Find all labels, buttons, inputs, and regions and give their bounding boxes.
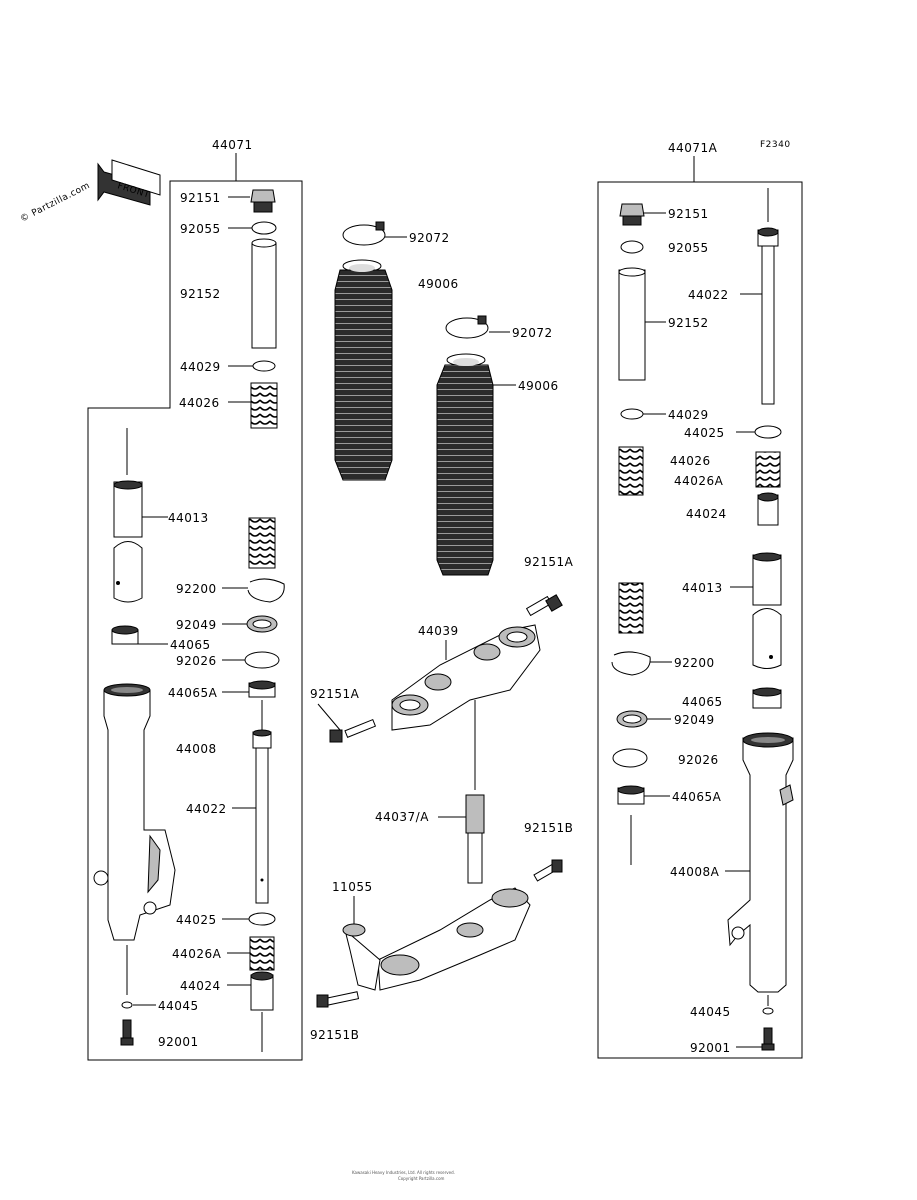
label-r-44025: 44025	[684, 426, 725, 440]
label-l-92049: 92049	[176, 618, 217, 632]
label-l-44025: 44025	[176, 913, 217, 927]
label-r-92152: 92152	[668, 316, 709, 330]
footer-line-1: Kawasaki Heavy Industries, Ltd. All righ…	[352, 1170, 455, 1175]
label-r-92001: 92001	[690, 1041, 731, 1055]
label-r-44029: 44029	[668, 408, 709, 422]
label-r-92200: 92200	[674, 656, 715, 670]
label-l-92001: 92001	[158, 1035, 199, 1049]
label-c-92151B-right: 92151B	[524, 821, 573, 835]
front-arrow-icon: FRONT	[97, 159, 161, 206]
label-r-44024: 44024	[686, 507, 727, 521]
label-c-92151B-left: 92151B	[310, 1028, 359, 1042]
label-l-44022: 44022	[186, 802, 227, 816]
label-c-92072b: 92072	[512, 326, 553, 340]
label-r-44026: 44026	[670, 454, 711, 468]
watermark: © Partzilla.com	[19, 181, 92, 225]
left-assembly-title: 44071	[212, 138, 253, 152]
left-assembly-frame	[87, 180, 303, 1061]
label-c-92151A-left: 92151A	[310, 687, 360, 701]
label-l-44029: 44029	[180, 360, 221, 374]
label-l-44024: 44024	[180, 979, 221, 993]
label-l-92151: 92151	[180, 191, 221, 205]
label-l-44013: 44013	[168, 511, 209, 525]
label-c-44039: 44039	[418, 624, 459, 638]
label-c-49006b: 49006	[518, 379, 559, 393]
label-r-92049: 92049	[674, 713, 715, 727]
label-r-92026: 92026	[678, 753, 719, 767]
label-l-44045: 44045	[158, 999, 199, 1013]
left-parts	[93, 189, 285, 1052]
label-r-44065A: 44065A	[672, 790, 722, 804]
right-parts	[611, 188, 794, 1051]
label-r-44022: 44022	[688, 288, 729, 302]
label-l-92152: 92152	[180, 287, 221, 301]
right-assembly-title: 44071A	[668, 141, 718, 155]
label-l-92200: 92200	[176, 582, 217, 596]
label-r-44013: 44013	[682, 581, 723, 595]
label-l-44026: 44026	[179, 396, 220, 410]
label-r-92151: 92151	[668, 207, 709, 221]
label-l-44008: 44008	[176, 742, 217, 756]
label-r-92055: 92055	[668, 241, 709, 255]
label-r-44026A: 44026A	[674, 474, 724, 488]
right-assembly-frame	[597, 181, 803, 1059]
label-c-92072a: 92072	[409, 231, 450, 245]
label-r-44045: 44045	[690, 1005, 731, 1019]
label-l-92026: 92026	[176, 654, 217, 668]
label-l-44065: 44065	[170, 638, 211, 652]
figure-code: F2340	[760, 140, 791, 150]
label-c-11055: 11055	[332, 880, 373, 894]
label-l-44065A: 44065A	[168, 686, 218, 700]
label-r-44065: 44065	[682, 695, 723, 709]
label-l-44026A: 44026A	[172, 947, 222, 961]
label-c-44037A: 44037/A	[375, 810, 429, 824]
label-l-92055: 92055	[180, 222, 221, 236]
footer-line-2: Copyright Partzilla.com	[398, 1176, 445, 1181]
label-c-92151A-top: 92151A	[524, 555, 574, 569]
center-parts	[316, 221, 563, 1008]
label-c-49006a: 49006	[418, 277, 459, 291]
label-r-44008A: 44008A	[670, 865, 720, 879]
